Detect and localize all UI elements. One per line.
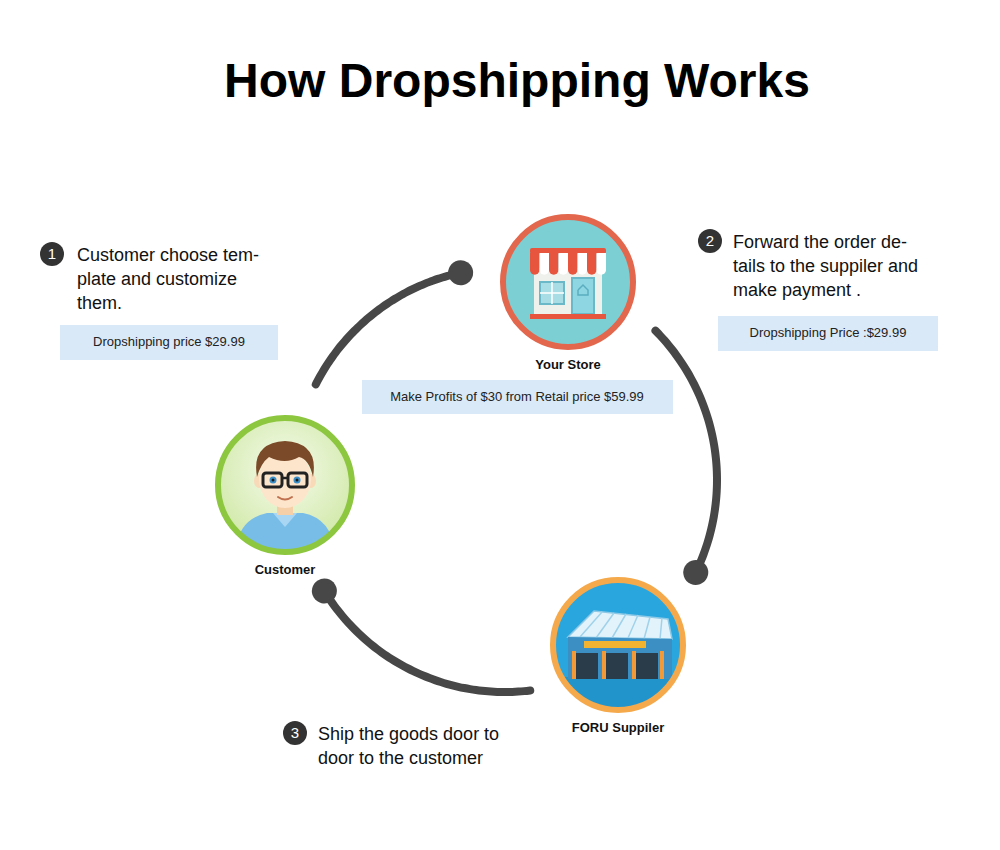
step-text: Ship the goods door to door to the custo… xyxy=(318,722,518,770)
diagram-title: How Dropshipping Works xyxy=(0,55,1000,107)
node-label: Customer xyxy=(215,562,355,578)
step-text: Forward the order de-tails to the suppil… xyxy=(733,230,933,302)
callout-number: 1 xyxy=(40,242,64,266)
node-ring xyxy=(503,217,633,347)
node-outline xyxy=(500,214,636,350)
node-ring xyxy=(218,418,352,552)
node-label: Your Store xyxy=(500,357,636,373)
node-outline xyxy=(550,577,686,713)
node-label: FORU Suppiler xyxy=(550,720,686,736)
node-outline xyxy=(215,415,355,555)
box-text: Dropshipping price $29.99 xyxy=(93,334,245,350)
box-text: Make Profits of $30 from Retail price $5… xyxy=(390,389,644,405)
supplier-illustration xyxy=(550,577,686,713)
callout-number: 3 xyxy=(283,721,307,745)
price-box: Dropshipping price $29.99 xyxy=(60,325,278,360)
flow-arc xyxy=(316,273,461,385)
price-box: Dropshipping Price :$29.99 xyxy=(718,316,938,351)
customer-node: Customer xyxy=(215,415,355,578)
node-ring xyxy=(553,580,683,710)
store-node: Your Store xyxy=(500,214,636,373)
profit-box: Make Profits of $30 from Retail price $5… xyxy=(362,380,673,414)
step-text: Customer choose tem-plate and customize … xyxy=(77,243,282,315)
supplier-node: FORU Suppiler xyxy=(550,577,686,736)
box-text: Dropshipping Price :$29.99 xyxy=(750,325,907,341)
flow-arc xyxy=(324,591,530,692)
callout-number: 2 xyxy=(698,229,722,253)
flow-arc xyxy=(655,331,717,573)
store-illustration xyxy=(500,214,636,350)
customer-illustration xyxy=(215,415,355,555)
